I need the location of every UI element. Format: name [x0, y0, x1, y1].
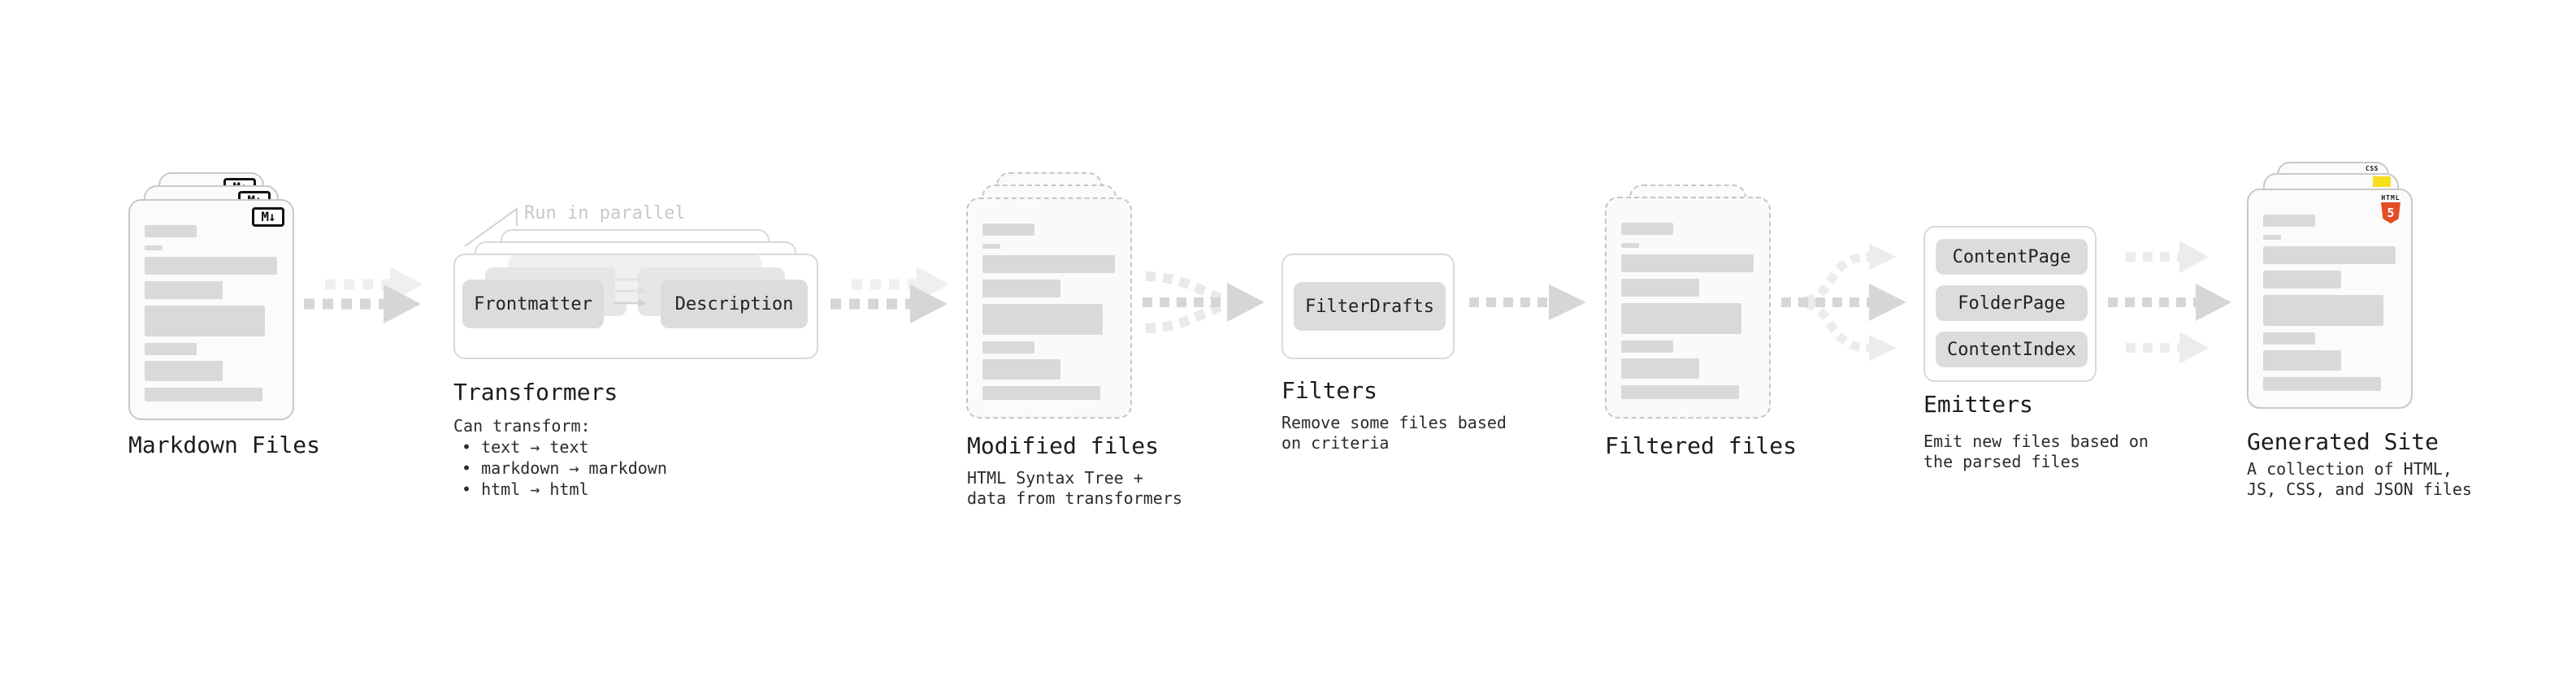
arrow-modified-to-filters-merge — [1143, 271, 1264, 333]
text-placeholder-bar — [145, 343, 197, 355]
node-generated-site: CSS HTML 5 — [2247, 162, 2413, 410]
transformer-chip-description: Description — [661, 280, 808, 328]
node-emitters: ContentPage FolderPage ContentIndex — [1923, 226, 2097, 382]
text-placeholder-bar — [1621, 340, 1673, 353]
arrow-markdown-to-transformers — [304, 267, 423, 323]
emitter-chip-contentindex: ContentIndex — [1936, 332, 2088, 367]
text-placeholder-bar — [982, 255, 1115, 273]
js-file-badge — [2373, 176, 2391, 187]
emitters-caption-line: the parsed files — [1923, 452, 2080, 471]
text-placeholder-bar — [1621, 303, 1741, 334]
arrow-transformers-to-modified — [830, 267, 949, 323]
text-placeholder-bar — [145, 281, 223, 299]
text-placeholder-bar — [145, 306, 265, 336]
text-placeholder-bar — [2263, 295, 2383, 326]
css-badge-label: CSS — [2366, 165, 2379, 172]
generated-site-label: Generated Site — [2247, 428, 2439, 455]
text-placeholder-bar — [1621, 254, 1754, 272]
arrow-filters-to-filtered — [1469, 284, 1586, 320]
run-in-parallel-annotation: Run in parallel — [524, 203, 686, 223]
markdown-file-card-front: M↓ — [128, 199, 294, 420]
text-placeholder-bar — [1621, 385, 1739, 399]
transformer-chip-frontmatter: Frontmatter — [462, 280, 604, 328]
text-placeholder-bar — [982, 223, 1034, 236]
text-placeholder-bar — [1621, 358, 1699, 379]
generated-site-caption-line: JS, CSS, and JSON files — [2247, 479, 2472, 499]
filters-caption-line: on criteria — [1281, 433, 1390, 453]
parallel-transform-arrows — [614, 275, 647, 307]
html5-logo-word: HTML — [2381, 194, 2400, 202]
text-placeholder-bar — [1621, 279, 1699, 297]
html5-logo-shield: 5 — [2381, 202, 2400, 223]
generated-site-caption-line: A collection of HTML, — [2247, 459, 2452, 479]
node-modified-files — [966, 172, 1132, 421]
filters-label: Filters — [1281, 377, 1378, 404]
arrow-filtered-to-emitters-fanout — [1781, 244, 1906, 361]
text-placeholder-bar — [2263, 235, 2281, 240]
emitters-caption-line: Emit new files based on — [1923, 432, 2149, 451]
text-placeholder-bar — [145, 388, 262, 401]
filtered-file-card-front — [1605, 197, 1771, 419]
emitters-label: Emitters — [1923, 391, 2033, 418]
transformers-caption-title: Can transform: — [453, 416, 591, 436]
text-placeholder-bar — [982, 304, 1103, 335]
text-placeholder-bar — [982, 280, 1060, 297]
text-placeholder-bar — [982, 359, 1060, 380]
text-placeholder-bar — [145, 225, 197, 237]
transformers-bullet: • text → text — [462, 437, 589, 457]
node-filtered-files — [1605, 184, 1771, 421]
modified-files-caption-line: HTML Syntax Tree + — [967, 468, 1143, 488]
text-placeholder-bar — [982, 244, 1000, 249]
text-placeholder-bar — [145, 361, 223, 381]
text-placeholder-bar — [982, 386, 1100, 400]
text-placeholder-bar — [2263, 271, 2341, 288]
transformers-label: Transformers — [453, 379, 618, 406]
emitter-chip-contentpage: ContentPage — [1936, 239, 2088, 275]
text-placeholder-bar — [145, 245, 163, 250]
text-placeholder-bar — [2263, 215, 2315, 227]
emitter-chip-folderpage: FolderPage — [1936, 285, 2088, 321]
text-placeholder-bar — [1621, 243, 1639, 248]
filter-chip-filterdrafts: FilterDrafts — [1294, 282, 1446, 331]
node-markdown-files: M↓ M↓ M↓ — [128, 172, 294, 421]
node-transformers: Run in parallel Frontmatter Description — [453, 203, 818, 359]
modified-files-label: Modified files — [967, 432, 1160, 459]
arrows-emitters-to-generated — [2108, 241, 2231, 364]
markdown-files-label: Markdown Files — [128, 432, 321, 458]
text-placeholder-bar — [1621, 223, 1673, 235]
node-filters: FilterDrafts — [1281, 254, 1455, 359]
modified-files-caption-line: data from transformers — [967, 488, 1182, 508]
transformers-bullet: • html → html — [462, 479, 589, 499]
filters-caption-line: Remove some files based — [1281, 413, 1507, 432]
text-placeholder-bar — [2263, 332, 2315, 345]
text-placeholder-bar — [982, 341, 1034, 354]
markdown-icon: M↓ — [252, 207, 284, 227]
text-placeholder-bar — [145, 257, 277, 275]
annotation-leader-line — [464, 207, 518, 247]
filtered-files-label: Filtered files — [1605, 432, 1798, 459]
generated-file-card-front: HTML 5 — [2247, 189, 2413, 409]
text-placeholder-bar — [2263, 350, 2341, 371]
text-placeholder-bar — [2263, 377, 2381, 391]
modified-file-card-front — [966, 197, 1132, 419]
transformers-bullet: • markdown → markdown — [462, 458, 667, 478]
text-placeholder-bar — [2263, 246, 2396, 264]
html5-logo: HTML 5 — [2381, 194, 2400, 223]
